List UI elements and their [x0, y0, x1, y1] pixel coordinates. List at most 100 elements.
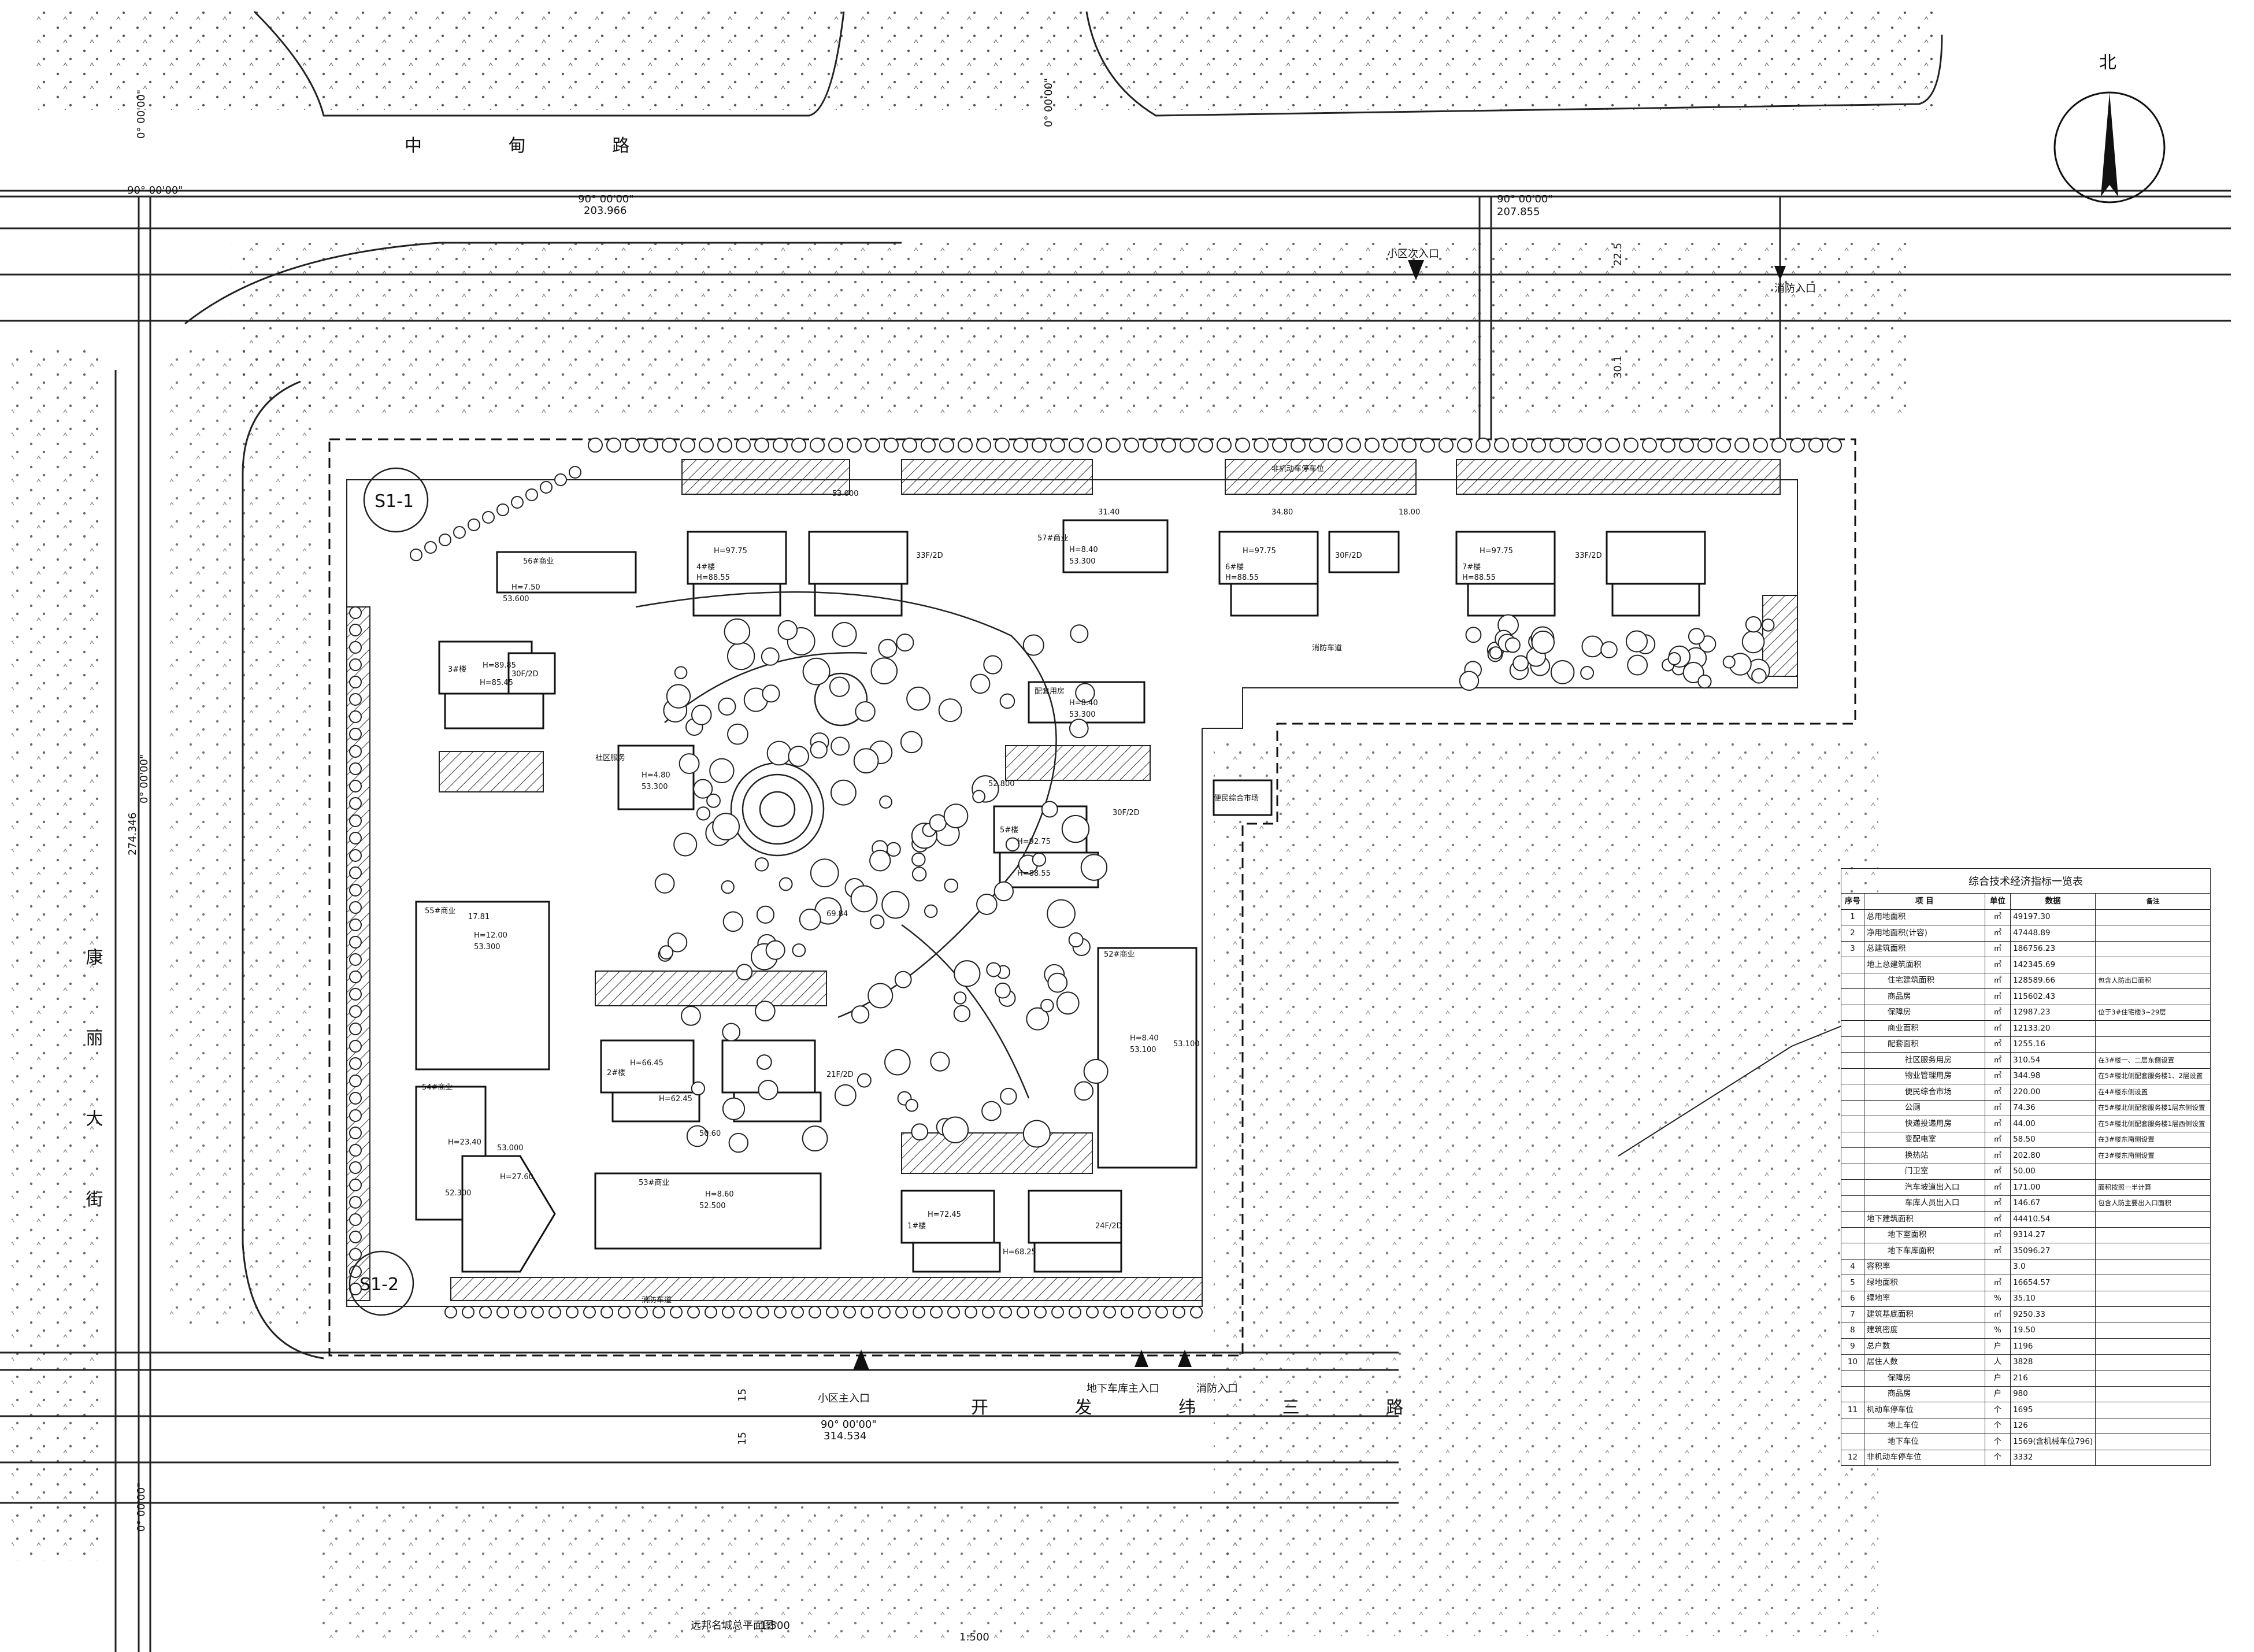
tree-icon	[905, 1099, 918, 1112]
tree-icon	[999, 693, 1015, 709]
tree-icon	[1682, 662, 1704, 683]
tree-icon	[712, 813, 740, 840]
tree-icon	[1328, 438, 1343, 453]
tree-icon	[349, 1075, 362, 1087]
green-belt-north2	[231, 243, 1907, 416]
tree-icon	[834, 1084, 857, 1106]
cell-no	[1841, 1370, 1864, 1387]
cell-unit: ㎡	[1984, 1116, 2011, 1132]
cell-note: 包含人防出口面积	[2095, 972, 2211, 989]
tree-icon	[1716, 438, 1731, 453]
tree-icon	[995, 982, 1011, 999]
cell-value: 1255.16	[2010, 1036, 2096, 1053]
residential-buildings	[438, 531, 1706, 1273]
tree-icon	[724, 618, 751, 645]
tree-icon	[1512, 655, 1529, 672]
tree-icon	[930, 1306, 943, 1318]
th-item: 项 目	[1863, 893, 1985, 910]
cell-note: 在5#楼北侧配套服务楼1、2层设置	[2095, 1068, 2211, 1084]
cell-no	[1841, 1099, 1864, 1116]
comm-52-elev: 53.100	[1130, 1046, 1156, 1054]
tower-3-floors: 30F/2D	[511, 670, 539, 679]
dim-b: 34.80	[1271, 508, 1293, 517]
tree-icon	[667, 932, 688, 953]
tree-icon	[349, 971, 362, 983]
tree-icon	[349, 1057, 362, 1070]
tree-icon	[826, 1306, 839, 1318]
cell-value: 12133.20	[2010, 1020, 2096, 1037]
tree-icon	[349, 901, 362, 914]
tree-icon	[1550, 660, 1575, 684]
cell-note: 在3#楼东南侧设置	[2095, 1131, 2211, 1148]
cell-note	[2095, 1036, 2211, 1053]
cell-value: 9250.33	[2010, 1306, 2096, 1323]
tree-icon	[588, 438, 603, 453]
tree-icon	[1173, 1306, 1185, 1318]
comm-56-name: 56#商业	[523, 557, 554, 566]
cell-no	[1841, 988, 1864, 1005]
gate-north-fire: 消防入口	[1774, 283, 1816, 295]
tree-icon	[1047, 899, 1076, 928]
tree-icon	[680, 438, 695, 453]
tree-icon	[1512, 438, 1528, 453]
cell-no: 12	[1841, 1449, 1864, 1466]
tree-icon	[1217, 438, 1232, 453]
tree-icon	[1600, 641, 1618, 658]
tree-icon	[349, 988, 362, 1001]
th-no: 序号	[1841, 893, 1864, 910]
tree-icon	[1751, 668, 1767, 684]
tree-icon	[349, 1144, 362, 1157]
tree-icon	[349, 1213, 362, 1226]
tree-icon	[802, 1125, 828, 1152]
tree-icon	[548, 1306, 561, 1318]
tree-icon	[828, 438, 843, 453]
tree-icon	[1688, 628, 1705, 645]
cell-value: 186756.23	[2010, 940, 2096, 957]
tree-icon	[1586, 438, 1601, 453]
cell-unit: ㎡	[1984, 957, 2011, 973]
tree-icon	[911, 1123, 929, 1141]
cell-note: 在4#楼东侧设置	[2095, 1084, 2211, 1101]
site-marker-s1-2: S1-2	[359, 1275, 399, 1295]
cell-item: 绿地面积	[1863, 1275, 1985, 1291]
dim-left-len: 274.346	[127, 813, 139, 855]
cell-unit: 个	[1984, 1402, 2011, 1418]
cell-no	[1841, 972, 1864, 989]
tree-icon	[606, 438, 621, 453]
cell-note	[2095, 1322, 2211, 1339]
cell-value: 44.00	[2010, 1116, 2096, 1132]
tree-icon	[993, 881, 1014, 902]
cell-note	[2095, 1243, 2211, 1260]
cell-item: 配套面积	[1863, 1036, 1985, 1053]
tree-icon	[349, 849, 362, 862]
elev-b: 52.800	[988, 780, 1015, 788]
tree-icon	[349, 1196, 362, 1209]
cell-value: 58.50	[2010, 1131, 2096, 1148]
cell-no	[1841, 957, 1864, 973]
cell-note	[2095, 925, 2211, 942]
tree-icon	[635, 1306, 648, 1318]
tree-icon	[878, 1306, 891, 1318]
bike-label: 非机动车停车位	[1271, 464, 1324, 473]
tree-icon	[722, 1306, 735, 1318]
cell-no: 6	[1841, 1290, 1864, 1307]
cell-note: 在5#楼北侧配套服务楼1层西侧设置	[2095, 1116, 2211, 1132]
site-boundary	[328, 438, 1856, 1357]
cell-item: 车库人员出入口	[1863, 1195, 1985, 1212]
cell-item: 快递投递用房	[1863, 1116, 1985, 1132]
dim-top-left-angle: 90° 00'00"	[127, 184, 183, 197]
tree-icon	[1041, 801, 1058, 818]
tree-icon	[496, 1306, 509, 1318]
cell-no: 11	[1841, 1402, 1864, 1418]
cell-no	[1841, 1163, 1864, 1180]
fire-road: 消防车道	[1312, 643, 1342, 653]
tree-icon	[1627, 654, 1648, 676]
tree-icon	[830, 779, 857, 806]
comm-55-elev: 53.300	[474, 943, 501, 951]
tower-7-h: H=97.75	[1480, 547, 1513, 555]
tree-icon	[1022, 1120, 1051, 1148]
